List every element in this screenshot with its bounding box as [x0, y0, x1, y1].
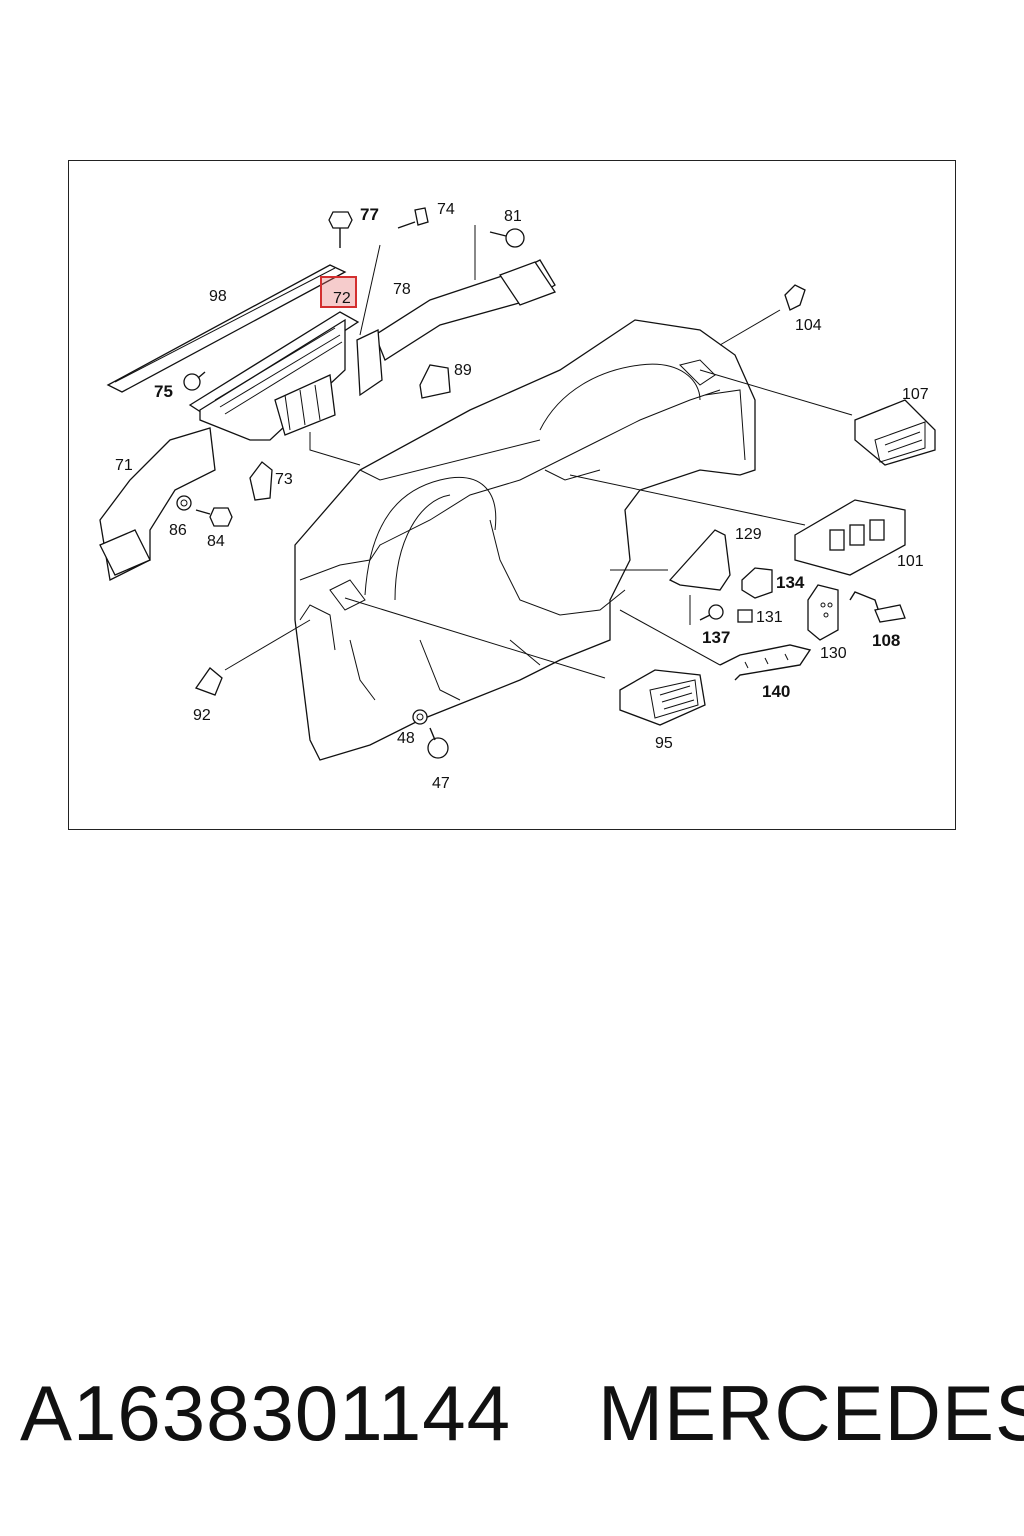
callout-108: 108 [872, 631, 900, 650]
callout-73: 73 [275, 471, 293, 488]
callout-74: 74 [437, 201, 455, 218]
part-140-bracket [719, 644, 812, 681]
part-129-bracket [668, 529, 731, 591]
diagram-frame [68, 160, 956, 830]
callout-47: 47 [432, 775, 450, 792]
callout-131: 131 [756, 609, 783, 626]
callout-75: 75 [154, 382, 173, 401]
part-98-trim-strip [106, 264, 347, 393]
callout-labels: 77 74 81 98 72 78 104 89 75 107 71 73 86… [115, 201, 929, 792]
callout-86: 86 [169, 522, 187, 539]
callout-72: 72 [333, 290, 351, 307]
callout-107: 107 [902, 386, 929, 403]
part-78-air-duct [356, 259, 556, 397]
callout-89: 89 [454, 362, 472, 379]
callout-92: 92 [193, 707, 211, 724]
callout-81: 81 [504, 208, 522, 225]
brand-text: MERCEDES [598, 1369, 1024, 1457]
dashboard-body [294, 319, 756, 761]
callout-140: 140 [762, 682, 790, 701]
small-fasteners [176, 207, 806, 759]
part-134-switch [741, 567, 773, 599]
leader-lines [224, 225, 853, 679]
callout-134: 134 [776, 573, 805, 592]
part-95-vent [619, 669, 706, 726]
part-130-module [807, 584, 839, 641]
callout-129: 129 [735, 526, 762, 543]
callout-95: 95 [655, 735, 673, 752]
part-71-side-duct [99, 427, 216, 581]
callout-137: 137 [702, 628, 730, 647]
callout-48: 48 [397, 730, 415, 747]
callout-71: 71 [115, 457, 133, 474]
part-107-vent [854, 399, 936, 466]
part-108-bracket [849, 591, 906, 623]
part-101-switch-panel [794, 499, 906, 576]
callout-130: 130 [820, 645, 847, 662]
part-72-vent-grille [188, 311, 360, 441]
callout-98: 98 [209, 288, 227, 305]
callout-104: 104 [795, 317, 822, 334]
part-number-text: A1638301144 [20, 1369, 512, 1457]
callout-84: 84 [207, 533, 225, 550]
callout-77: 77 [360, 205, 379, 224]
highlight-box [320, 276, 357, 308]
callout-101: 101 [897, 553, 924, 570]
callout-78: 78 [393, 281, 411, 298]
